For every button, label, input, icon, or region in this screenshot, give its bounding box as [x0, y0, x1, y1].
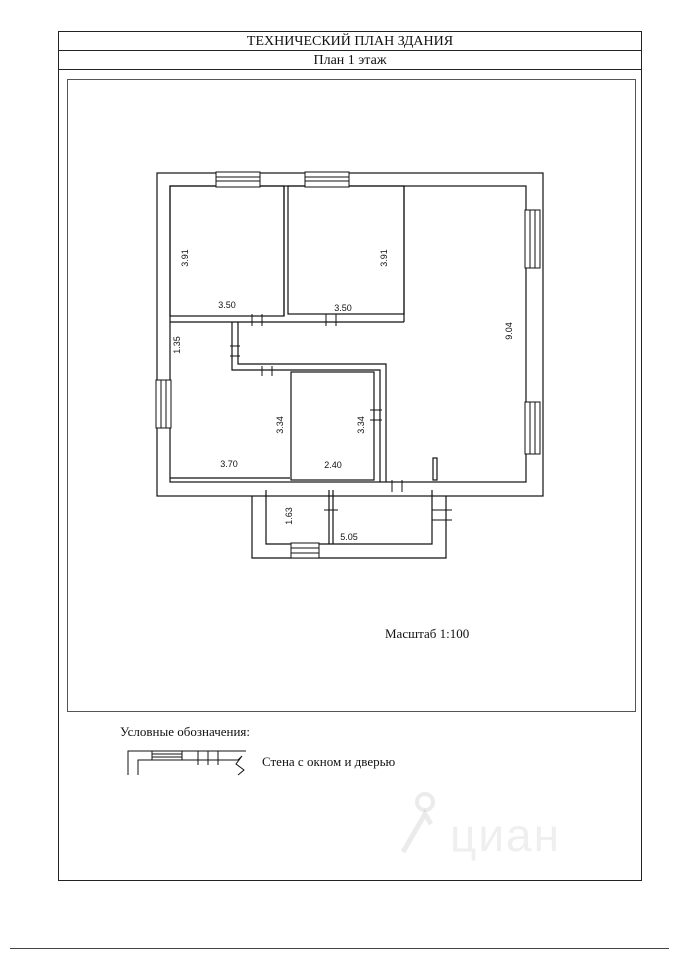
dim-big-room-length: 9.04 — [504, 322, 514, 340]
page-divider — [10, 948, 669, 949]
window-icon — [290, 542, 320, 559]
plan-frame — [67, 79, 636, 712]
door-icon — [432, 509, 452, 521]
corridor-wall — [231, 322, 381, 482]
page-title: ТЕХНИЧЕСКИЙ ПЛАН ЗДАНИЯ — [59, 32, 641, 51]
dim-corridor: 1.35 — [172, 336, 182, 354]
window-icon — [524, 401, 541, 455]
dim-room1-width: 3.50 — [218, 300, 236, 310]
room4-wall — [290, 371, 375, 481]
legend-item-label: Стена с окном и дверью — [262, 754, 396, 769]
dim-porch-width: 5.05 — [340, 532, 358, 542]
porch-inner-wall — [265, 490, 433, 545]
door-icon — [261, 366, 273, 376]
watermark: циан — [450, 809, 562, 861]
watermark-logo-icon — [400, 792, 435, 854]
drawing-sheet: ТЕХНИЧЕСКИЙ ПЛАН ЗДАНИЯ План 1 этаж — [58, 31, 642, 881]
door-icon — [325, 314, 337, 326]
door-icon — [370, 409, 382, 421]
dim-room4-width: 2.40 — [324, 460, 342, 470]
dim-room1-height: 3.91 — [180, 249, 190, 267]
page-subtitle: План 1 этаж — [59, 51, 641, 70]
outer-wall — [156, 172, 544, 497]
dim-room4-height: 3.34 — [356, 416, 366, 434]
inner-wall-outline — [169, 185, 527, 483]
scale-label: Масштаб 1:100 — [385, 626, 470, 641]
dim-room3-height: 3.34 — [275, 416, 285, 434]
porch-outer-wall — [251, 496, 447, 559]
window-icon — [155, 379, 172, 429]
dim-porch-height: 1.63 — [284, 507, 294, 525]
window-icon — [304, 171, 350, 188]
window-icon — [524, 209, 541, 269]
legend-wall-symbol — [127, 750, 246, 776]
dim-room2-width: 3.50 — [334, 303, 352, 313]
legend-title: Условные обозначения: — [120, 724, 251, 739]
window-icon — [215, 171, 261, 188]
doorway-mark — [432, 457, 438, 481]
corridor-wall — [237, 322, 387, 482]
door-icon — [230, 345, 240, 357]
door-icon — [251, 314, 263, 326]
dim-room2-height: 3.91 — [379, 249, 389, 267]
door-icon — [391, 480, 403, 492]
dim-room3-width: 3.70 — [220, 459, 238, 469]
